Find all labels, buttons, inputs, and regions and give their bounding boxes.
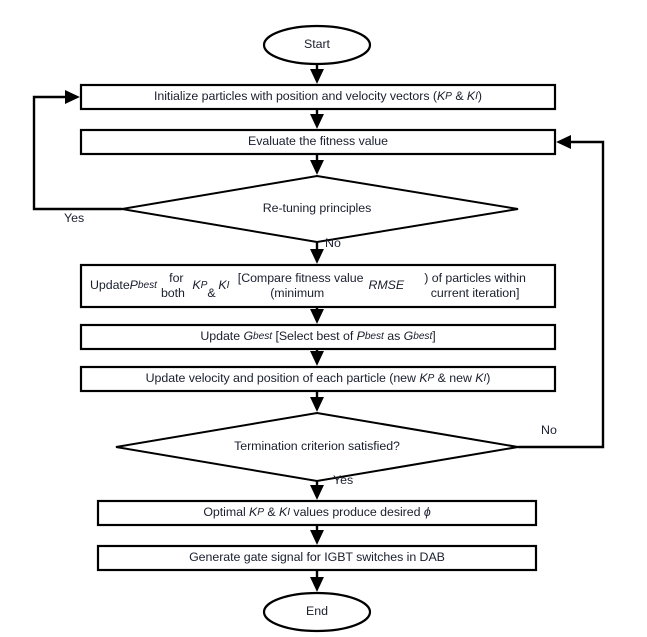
node-optimal-shape: [96, 499, 538, 527]
node-pbest-shape: [79, 263, 557, 309]
edge-termination-no-loop-to-evaluate: [518, 135, 605, 449]
node-termination-shape: [115, 411, 519, 483]
edge-label-termination-no: No: [541, 423, 557, 437]
edge-label-termination-yes: Yes: [333, 473, 354, 487]
edge-label-retune-yes: Yes: [64, 211, 85, 225]
node-init-shape: [79, 83, 557, 111]
node-retune-shape: [121, 174, 519, 244]
edge-label-retune-no: No: [325, 236, 341, 250]
node-gate-signal-shape: [96, 544, 538, 572]
edge-retune-yes-loop-to-init: [32, 90, 122, 211]
node-start-shape: [262, 24, 372, 66]
node-end-shape: [262, 591, 372, 633]
node-update-velocity-shape: [79, 365, 557, 393]
node-gbest-shape: [79, 323, 557, 351]
node-evaluate-shape: [79, 128, 557, 156]
